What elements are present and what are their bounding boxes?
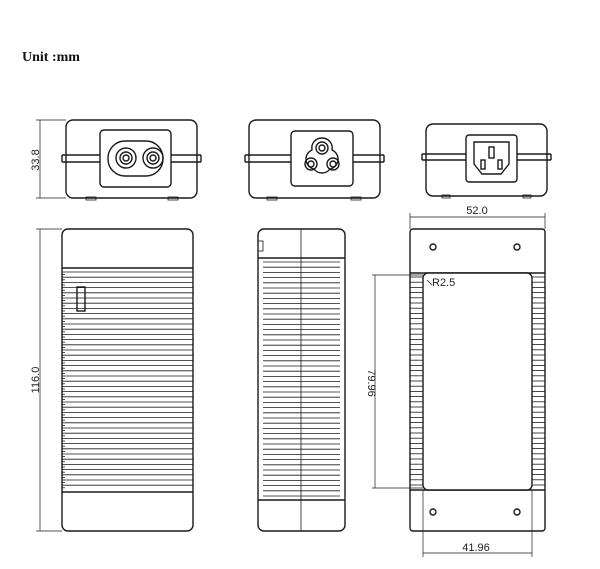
screw-hole [429, 508, 437, 516]
label-area [422, 272, 533, 491]
screw-hole [513, 508, 521, 516]
dimension-label-height: 79.96 [365, 274, 423, 489]
front-view-c14 [421, 123, 552, 199]
height-value: 33.8 [30, 149, 42, 170]
width-value: 52.0 [466, 205, 487, 217]
unit-label: Unit :mm [22, 50, 80, 65]
c6-socket [290, 130, 354, 187]
dimension-label-width: 41.96 [422, 490, 533, 557]
dimension-width: 52.0 [409, 205, 546, 229]
label-height-value: 79.96 [365, 369, 377, 397]
bottom-view [409, 228, 546, 532]
label-width-value: 41.96 [462, 542, 490, 554]
dimension-height: 33.8 [30, 119, 66, 199]
front-view-c8 [61, 119, 202, 201]
top-view [61, 228, 194, 532]
screw-hole [429, 243, 437, 251]
front-view-c6 [244, 119, 385, 201]
length-value: 116.0 [30, 367, 42, 394]
indicator-window [76, 286, 86, 312]
dimension-length: 116.0 [30, 228, 62, 532]
side-view [257, 228, 346, 532]
corner-radius-callout: R2.5 [426, 277, 455, 289]
screw-hole [513, 243, 521, 251]
corner-radius-value: R2.5 [432, 277, 455, 289]
